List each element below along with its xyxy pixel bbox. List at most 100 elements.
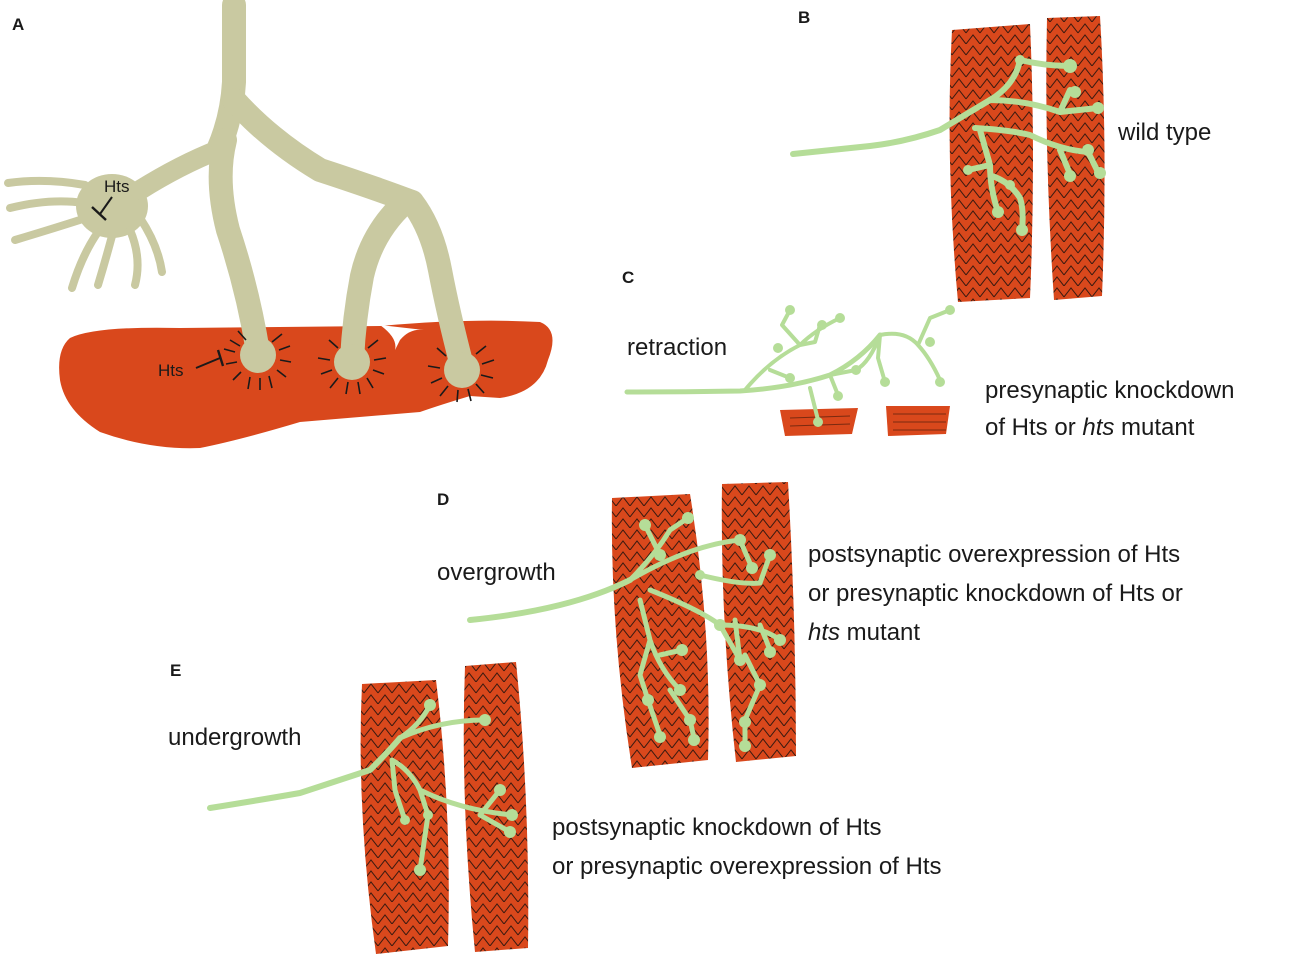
panel-b: B wild type [790, 8, 1211, 302]
panel-d-bouton [642, 694, 654, 706]
panel-a-hts-muscle-inhibition: Hts [158, 349, 225, 380]
panel-b-bouton [1082, 144, 1094, 156]
panel-d-muscle-right [721, 482, 796, 762]
panel-a-terminal [334, 344, 370, 380]
panel-a-muscle [59, 320, 553, 449]
panel-c-caption-pre: of Hts or [985, 414, 1082, 441]
panel-c-bouton [851, 365, 861, 375]
panel-a-branch-right [222, 88, 424, 214]
panel-e-bouton [479, 714, 491, 726]
panel-c-phenotype: retraction [627, 334, 727, 361]
panel-a-hts-soma-inhibition: Hts [91, 177, 130, 221]
panel-c-muscle-right [886, 406, 950, 436]
panel-d-bouton [639, 519, 651, 531]
panel-c-caption-post: mutant [1114, 414, 1194, 441]
panel-e-bouton [423, 810, 433, 820]
panel-a-dendrite [68, 228, 102, 292]
panel-e-axon-main [207, 735, 403, 811]
panel-e-bouton [494, 784, 506, 796]
panel-c-letter: C [622, 268, 634, 287]
panel-a-dendrite [6, 197, 88, 212]
panel-a-inhibit-line [99, 196, 113, 215]
panel-d-bouton [688, 734, 700, 746]
panel-d-bouton [754, 679, 766, 691]
panel-b-bouton [1005, 180, 1015, 190]
panel-a-hts-muscle-label: Hts [158, 361, 184, 380]
panel-c-bouton [835, 313, 845, 323]
panel-d-axon-main [467, 577, 633, 623]
panel-c-branch [743, 308, 952, 422]
panel-c-axon-main [624, 332, 883, 395]
panel-d-bouton [734, 534, 746, 546]
panel-b-bouton [1063, 59, 1077, 73]
panel-c-caption-line2: of Hts or hts mutant [985, 414, 1195, 441]
panel-a-branch-mid [340, 190, 417, 372]
panel-a-neuron [4, 140, 228, 292]
panel-d-axon [467, 512, 786, 752]
panel-d-bouton [714, 619, 726, 631]
panel-e-phenotype: undergrowth [168, 724, 301, 751]
panel-e-bouton [400, 815, 410, 825]
panel-a-branch-left [208, 128, 270, 364]
panel-c-bouton [785, 373, 795, 383]
panel-c-bouton [925, 337, 935, 347]
panel-d-caption-line2: or presynaptic knockdown of Hts or [808, 580, 1183, 607]
panel-a-inhibit-bar [91, 206, 107, 221]
panel-d-bouton [739, 716, 751, 728]
panel-a-axon-tree [206, 0, 480, 388]
panel-a-synapse-marks [223, 330, 495, 403]
panel-a-dendrite [4, 176, 89, 189]
panel-b-bouton [1015, 55, 1025, 65]
panel-c-bouton [785, 305, 795, 315]
panel-b-bouton [1094, 167, 1106, 179]
panel-c-bouton [833, 391, 843, 401]
panel-e-caption-line2: or presynaptic overexpression of Hts [552, 853, 942, 880]
panel-c-bouton [880, 377, 890, 387]
panel-b-caption: wild type [1117, 119, 1211, 146]
panel-d-bouton [654, 731, 666, 743]
panel-d-letter: D [437, 490, 449, 509]
panel-a-muscle-notch [380, 325, 424, 350]
panel-d-phenotype: overgrowth [437, 559, 556, 586]
panel-e-bouton [414, 864, 426, 876]
panel-e-muscle-right [463, 662, 529, 952]
panel-c-bouton [945, 305, 955, 315]
panel-e-bouton [504, 826, 516, 838]
panel-d: D overgrowth posts [437, 482, 1183, 768]
panel-a-dendrite [126, 226, 142, 289]
panel-d-bouton [684, 714, 696, 726]
panel-a-inhibit-bar [216, 349, 225, 367]
panel-b-bouton [1092, 102, 1104, 114]
panel-a-terminal [444, 352, 480, 388]
panel-d-caption-line1: postsynaptic overexpression of Hts [808, 541, 1180, 568]
panel-c-bouton [817, 320, 827, 330]
panel-a-terminal [240, 337, 276, 373]
panel-e-bouton [424, 699, 436, 711]
panel-c-bouton [935, 377, 945, 387]
panel-a-dendrite [94, 232, 116, 289]
panel-a-letter: A [12, 15, 24, 34]
panel-b-bouton [1016, 224, 1028, 236]
panel-d-bouton [734, 654, 746, 666]
panel-d-bouton [746, 562, 758, 574]
panel-a-inhibit-line [195, 357, 221, 369]
panel-e-axon [207, 699, 518, 876]
panel-c-caption-italic: hts [1082, 414, 1114, 441]
panel-a-axon [130, 140, 228, 200]
panel-d-bouton [676, 644, 688, 656]
panel-d-bouton [674, 684, 686, 696]
panel-d-bouton [739, 740, 751, 752]
panel-d-bouton [774, 634, 786, 646]
panel-a-dendrite [11, 214, 90, 244]
panel-c-caption-line1: presynaptic knockdown [985, 377, 1234, 404]
panel-b-bouton [963, 165, 973, 175]
panel-e-bouton [506, 809, 518, 821]
panel-c: C retraction presynaptic knockdown of Ht… [622, 268, 1234, 441]
panel-d-caption-italic: hts [808, 619, 840, 646]
panel-c-axon [624, 305, 955, 427]
panel-b-letter: B [798, 8, 810, 27]
panel-d-muscle-left [611, 494, 709, 768]
panel-c-bouton [773, 343, 783, 353]
panel-e: E undergrowth postsynaptic knockdown of … [168, 661, 942, 954]
